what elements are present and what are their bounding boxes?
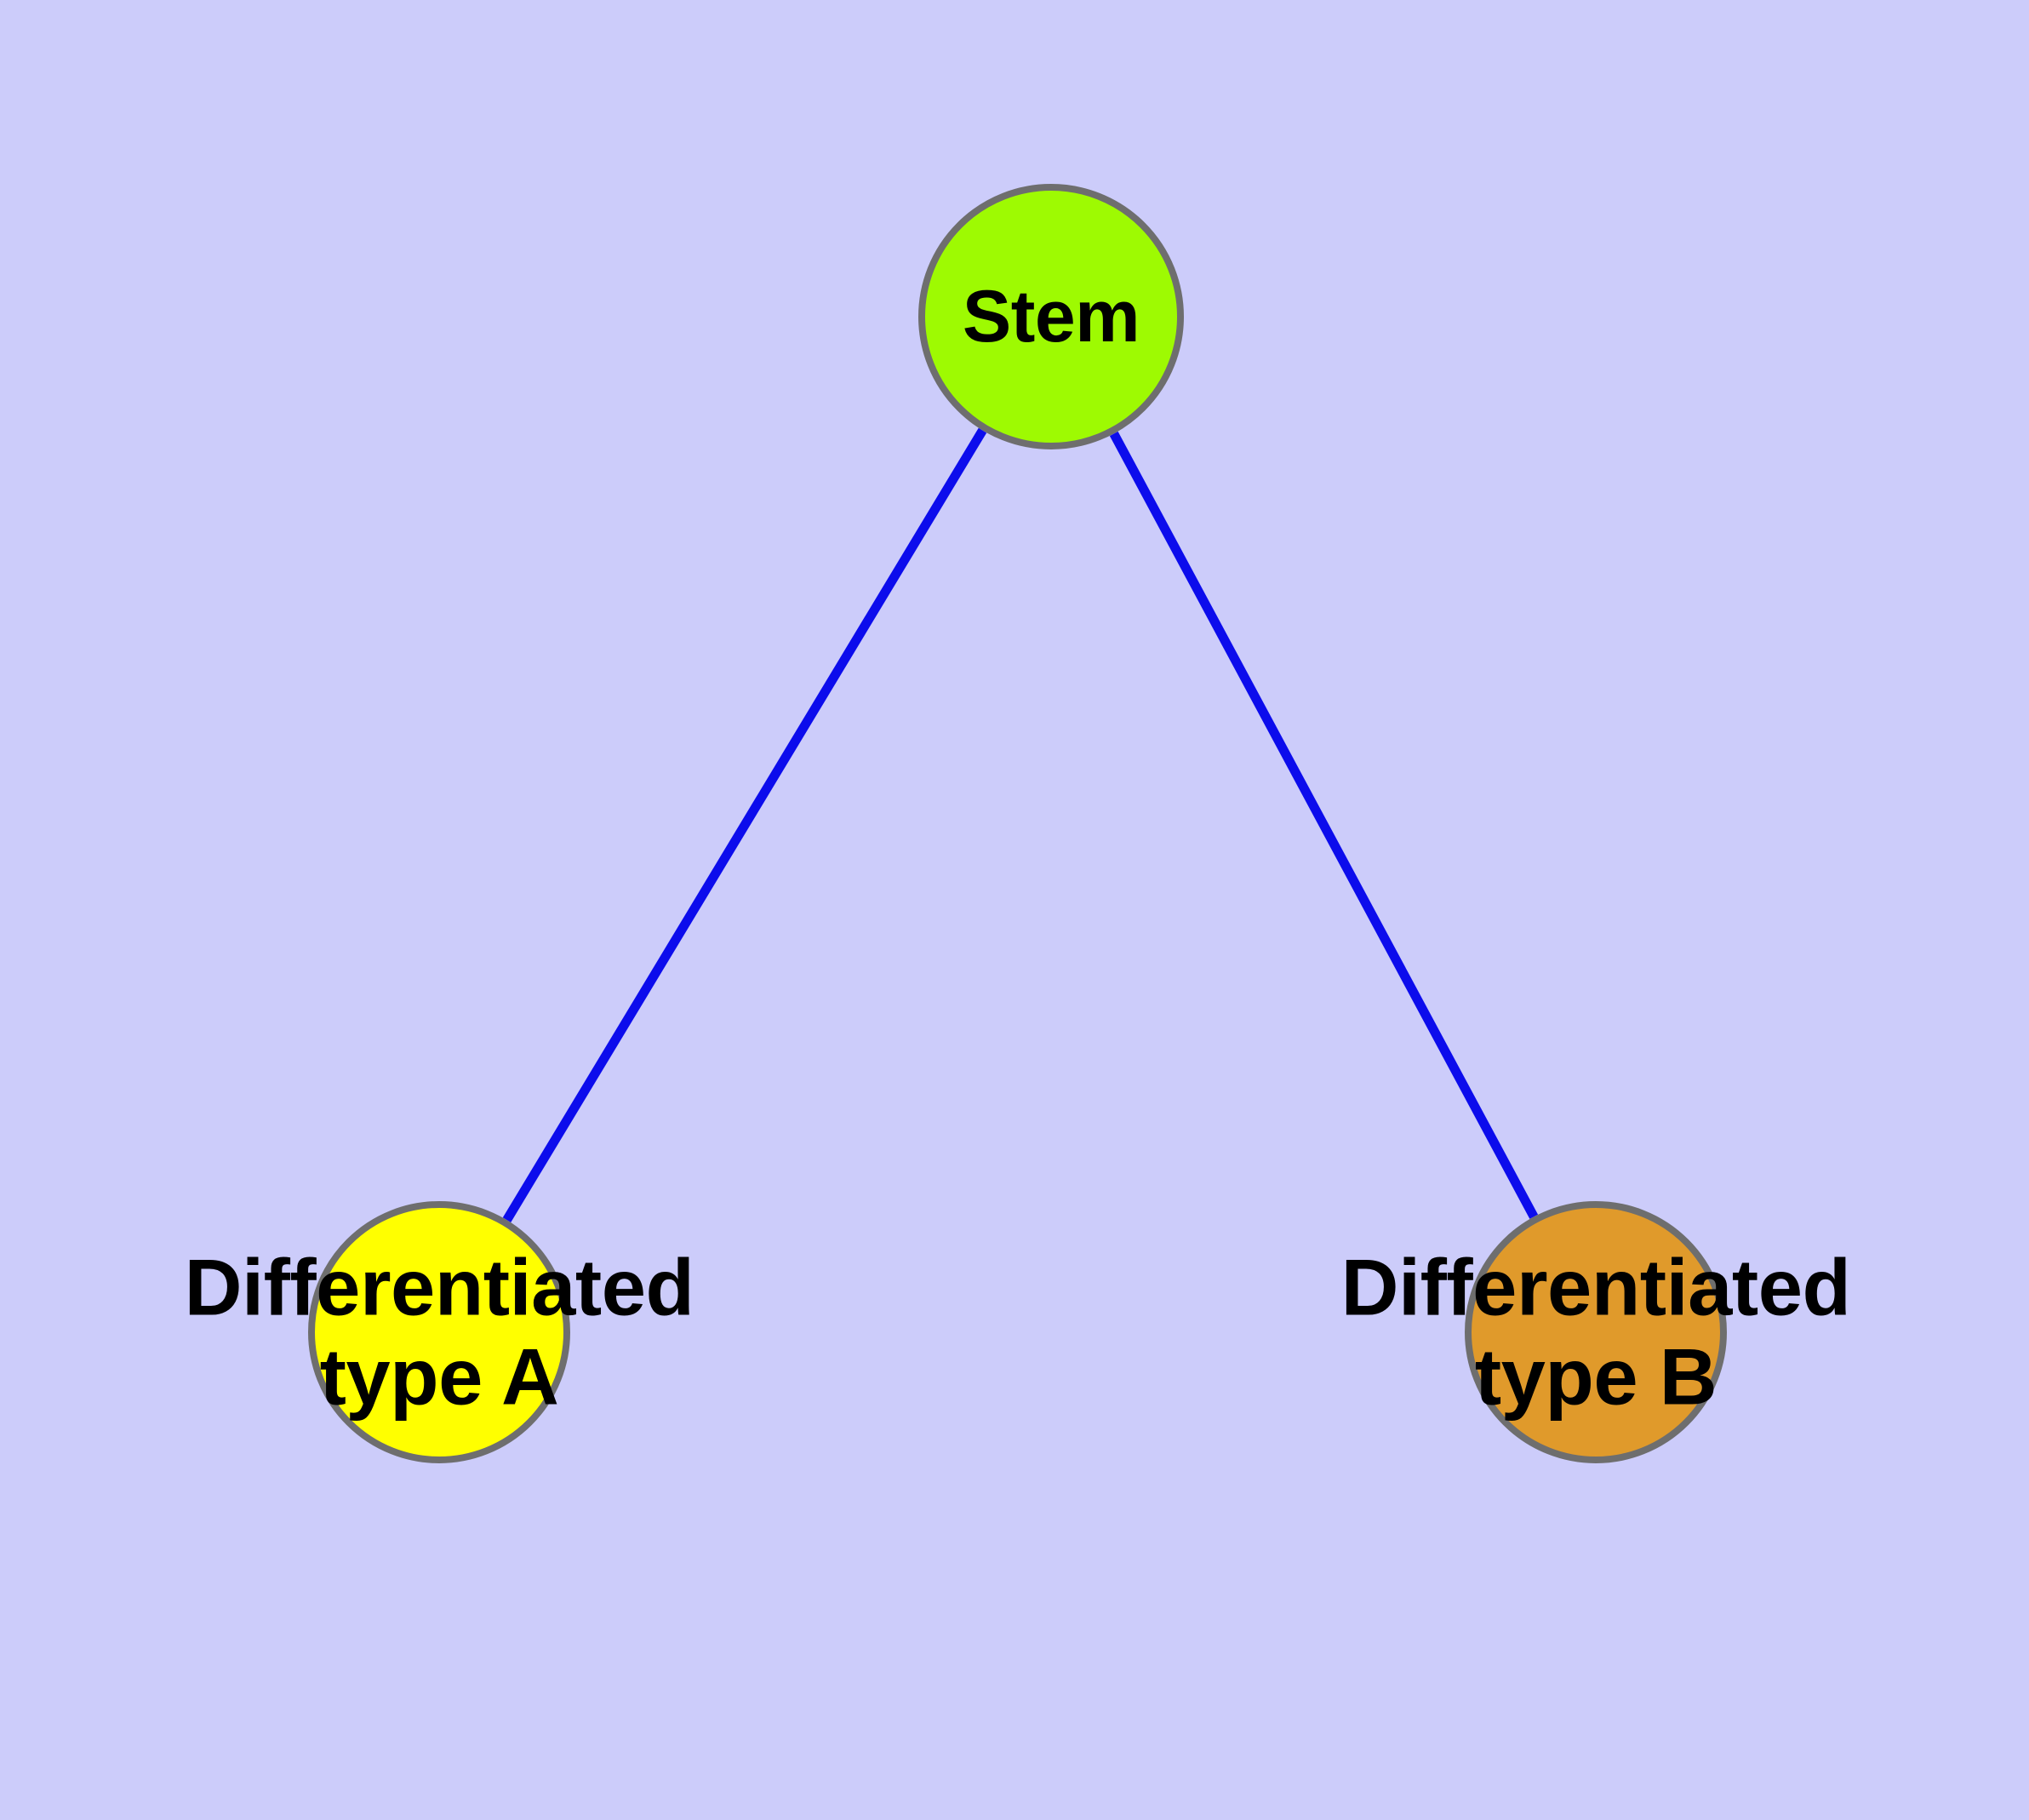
- graph-edge-stem-to-diff_b: [1109, 431, 1539, 1219]
- nodes-layer: [308, 184, 1727, 1463]
- graph-edge-stem-to-diff_a: [502, 427, 987, 1222]
- graph-node-diff_b[interactable]: [1465, 1201, 1727, 1463]
- graph-node-stem[interactable]: [918, 184, 1184, 449]
- graph-node-diff_a[interactable]: [308, 1201, 570, 1463]
- edges-layer: [502, 427, 1539, 1222]
